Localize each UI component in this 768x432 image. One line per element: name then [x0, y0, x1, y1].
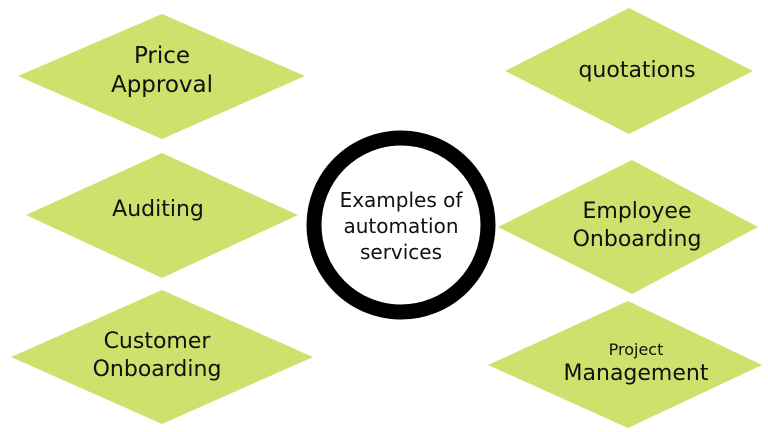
- label-employee-onboarding: Employee Onboarding: [537, 194, 737, 258]
- label-price-approval: Price Approval: [62, 38, 262, 104]
- label-line: Employee: [582, 198, 692, 224]
- label-project-management: Project Management: [536, 333, 736, 395]
- label-auditing: Auditing: [58, 193, 258, 227]
- center-line: services: [359, 240, 443, 264]
- label-line: Customer: [103, 328, 211, 354]
- label-line: Onboarding: [92, 357, 222, 382]
- label-line: Approval: [110, 72, 214, 98]
- diamond-auditing: [26, 153, 298, 278]
- label-customer-onboarding: Customer Onboarding: [57, 322, 257, 390]
- label-line: Project: [608, 339, 664, 359]
- label-quotations: quotations: [537, 54, 737, 88]
- diamond-price-approval: [18, 14, 305, 139]
- diamond-employee-onboarding: [498, 160, 758, 294]
- center-ring: [306, 130, 496, 320]
- label-line: Onboarding: [572, 227, 702, 252]
- label-line: Auditing: [112, 196, 204, 222]
- diamond-project-management: [488, 301, 762, 428]
- label-line: Management: [563, 361, 709, 387]
- center-line: automation: [343, 214, 459, 238]
- label-line: Price: [133, 42, 191, 69]
- diamond-quotations: [505, 8, 753, 134]
- diamond-customer-onboarding: [11, 290, 313, 424]
- center-label: Examples of automation services: [321, 178, 481, 274]
- label-line: quotations: [578, 57, 696, 83]
- center-line: Examples of: [339, 188, 463, 212]
